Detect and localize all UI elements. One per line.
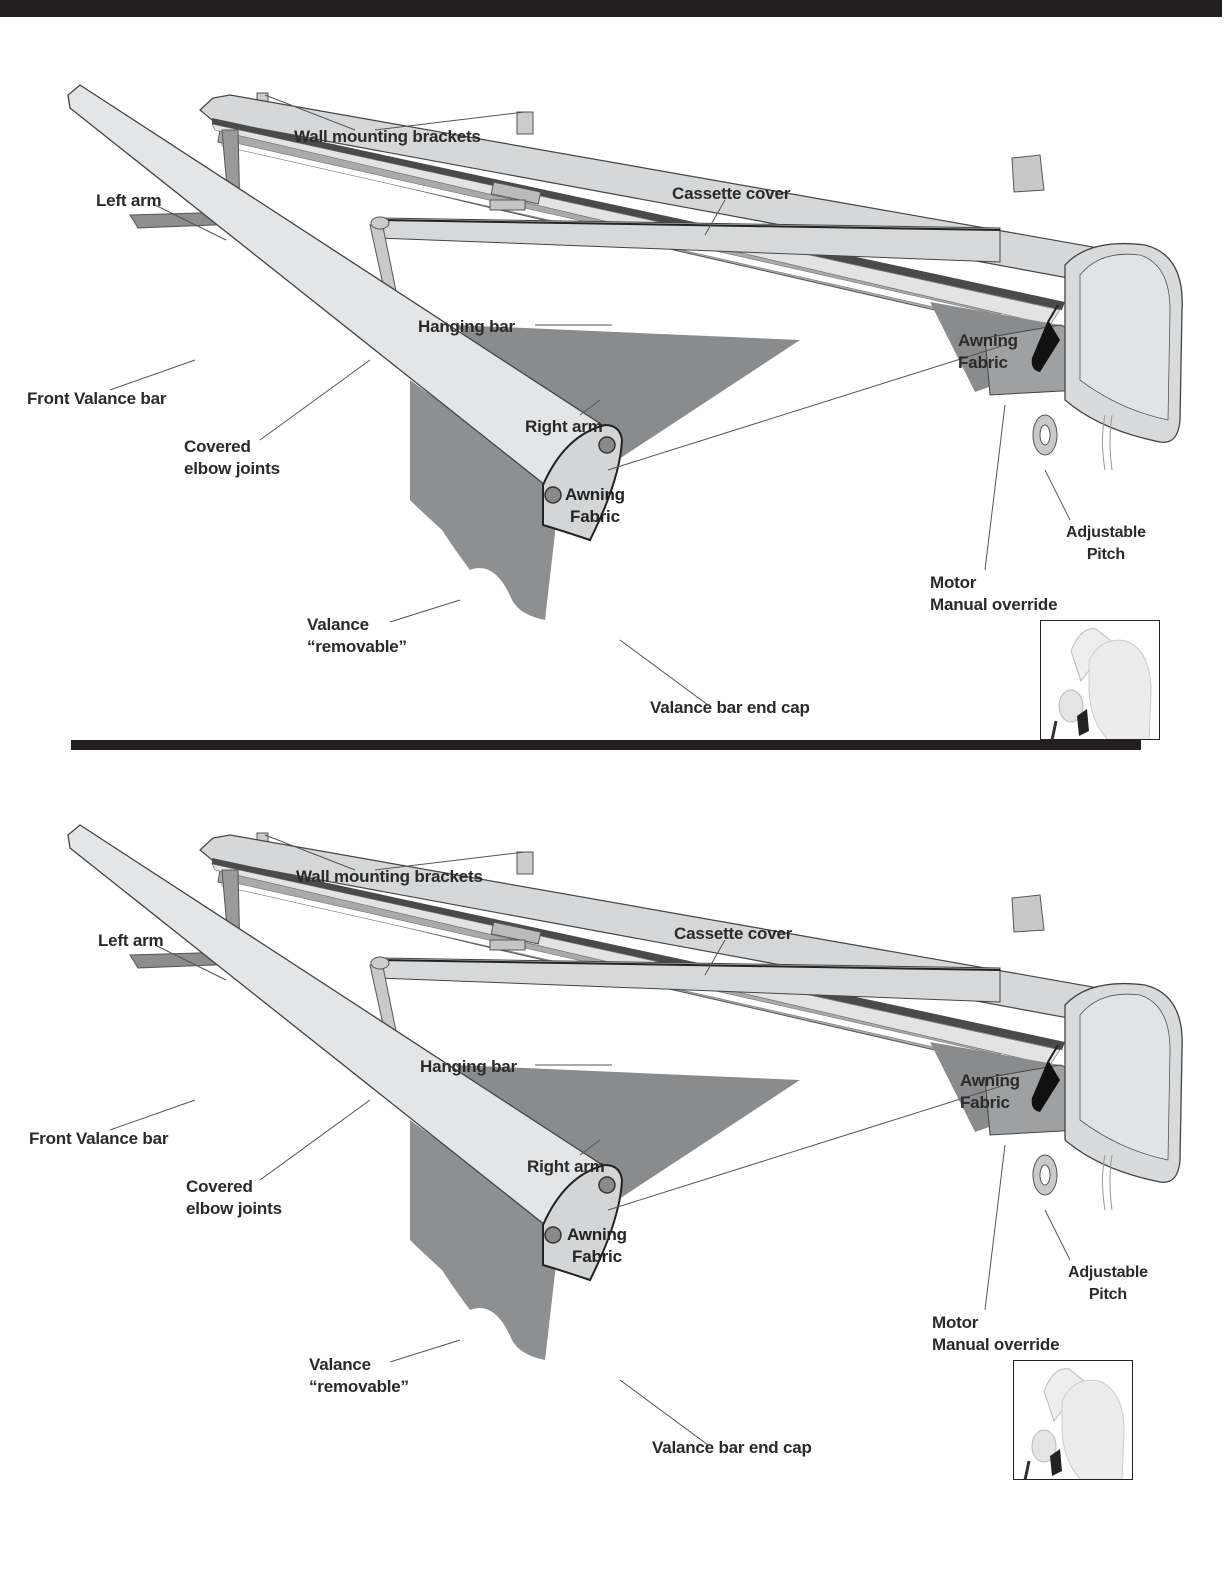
sliding-bracket (490, 921, 542, 945)
label-covered-elbow-line1: Covered (186, 1177, 253, 1196)
label-valance-line2: “removable” (309, 1377, 409, 1396)
label-awning-fabric-top-line2: Fabric (960, 1093, 1010, 1112)
awning-diagram-top: Wall mounting brackets Left arm Cassette… (0, 40, 1225, 740)
cassette-slot (212, 118, 1065, 310)
awning-diagram-bottom: Wall mounting brackets Left arm Cassette… (0, 780, 1225, 1480)
leader-lines (109, 834, 1071, 1446)
motor-override-inset-photo (1013, 1360, 1133, 1480)
label-motor-line2: Manual override (930, 595, 1058, 614)
label-motor-line1: Motor (930, 573, 977, 592)
label-right-arm: Right arm (525, 417, 603, 436)
override-handle-icon (1077, 709, 1089, 736)
valance-removable (410, 380, 560, 620)
label-left-arm: Left arm (96, 191, 162, 210)
label-awning-fabric-top-line1: Awning (960, 1071, 1020, 1090)
motor-override-photo-drawing (1050, 628, 1152, 739)
label-covered-elbow-joints: Covered elbow joints (186, 1176, 282, 1220)
label-valance-removable: Valance “removable” (309, 1354, 409, 1398)
sliding-bracket-base (489, 199, 526, 211)
label-valance-removable: Valance “removable” (307, 614, 407, 658)
end-cap-screw (544, 1226, 562, 1244)
label-adjustable-line1: Adjustable (1066, 524, 1146, 541)
label-wall-mounting-brackets: Wall mounting brackets (294, 127, 481, 146)
label-adjustable-line1: Adjustable (1068, 1264, 1148, 1281)
awning-fabric-lower (455, 1065, 800, 1205)
wall-bracket-right (1011, 894, 1045, 933)
label-valance-line1: Valance (307, 615, 369, 634)
end-cap-screw (598, 1176, 616, 1194)
label-awning-fabric-line2: Fabric (570, 507, 620, 526)
label-front-valance-bar: Front Valance bar (27, 389, 167, 408)
motor-cable (1102, 414, 1113, 471)
label-valance-line2: “removable” (307, 637, 407, 656)
label-covered-elbow-line2: elbow joints (184, 459, 280, 478)
label-valance-bar-end-cap: Valance bar end cap (652, 1438, 812, 1457)
label-motor-line1: Motor (932, 1313, 979, 1332)
label-right-arm: Right arm (527, 1157, 605, 1176)
label-valance-bar-end-cap: Valance bar end cap (650, 698, 810, 717)
awning-fabric-lower (455, 325, 800, 465)
label-hanging-bar: Hanging bar (420, 1057, 517, 1076)
label-awning-fabric-line2: Fabric (572, 1247, 622, 1266)
cassette-slot (212, 858, 1065, 1050)
label-wall-mounting-brackets: Wall mounting brackets (296, 867, 483, 886)
elbow-joint-right (370, 956, 390, 970)
awning-illustration (67, 84, 1183, 706)
end-cap-screw (598, 436, 616, 454)
leader-lines (109, 94, 1071, 706)
section-divider (71, 740, 1141, 750)
label-covered-elbow-line2: elbow joints (186, 1199, 282, 1218)
label-valance-line1: Valance (309, 1355, 371, 1374)
elbow-joint-right (370, 216, 390, 230)
sliding-bracket (490, 181, 542, 205)
motor-override-photo-drawing (1023, 1368, 1125, 1479)
label-covered-elbow-line1: Covered (184, 437, 251, 456)
label-adjustable-line2: Pitch (1086, 546, 1125, 563)
wall-bracket-middle (516, 111, 534, 135)
label-left-arm: Left arm (98, 931, 164, 950)
valance-end-cap (542, 1163, 624, 1282)
awning-illustration (67, 824, 1183, 1446)
valance-end-cap (542, 423, 624, 542)
label-awning-fabric-line1: Awning (567, 1225, 627, 1244)
label-front-valance-bar: Front Valance bar (29, 1129, 169, 1148)
valance-removable (410, 1120, 560, 1360)
manual-override-handle (1031, 320, 1060, 372)
top-rule (0, 0, 1222, 17)
motor-cable (1102, 1154, 1113, 1211)
label-motor-line2: Manual override (932, 1335, 1060, 1354)
label-covered-elbow-joints: Covered elbow joints (184, 436, 280, 480)
override-handle-icon (1050, 1449, 1062, 1476)
wall-bracket-middle (516, 851, 534, 875)
wall-bracket-right (1011, 154, 1045, 193)
sliding-bracket-base (489, 939, 526, 951)
label-cassette-cover: Cassette cover (672, 184, 791, 203)
label-adjustable-line2: Pitch (1088, 1286, 1127, 1303)
label-cassette-cover: Cassette cover (674, 924, 793, 943)
label-awning-fabric-top-line1: Awning (958, 331, 1018, 350)
motor-override-inset-photo (1040, 620, 1160, 740)
label-awning-fabric-top-line2: Fabric (958, 353, 1008, 372)
manual-override-handle (1031, 1060, 1060, 1112)
label-hanging-bar: Hanging bar (418, 317, 515, 336)
end-cap-screw (544, 486, 562, 504)
label-awning-fabric-line1: Awning (565, 485, 625, 504)
